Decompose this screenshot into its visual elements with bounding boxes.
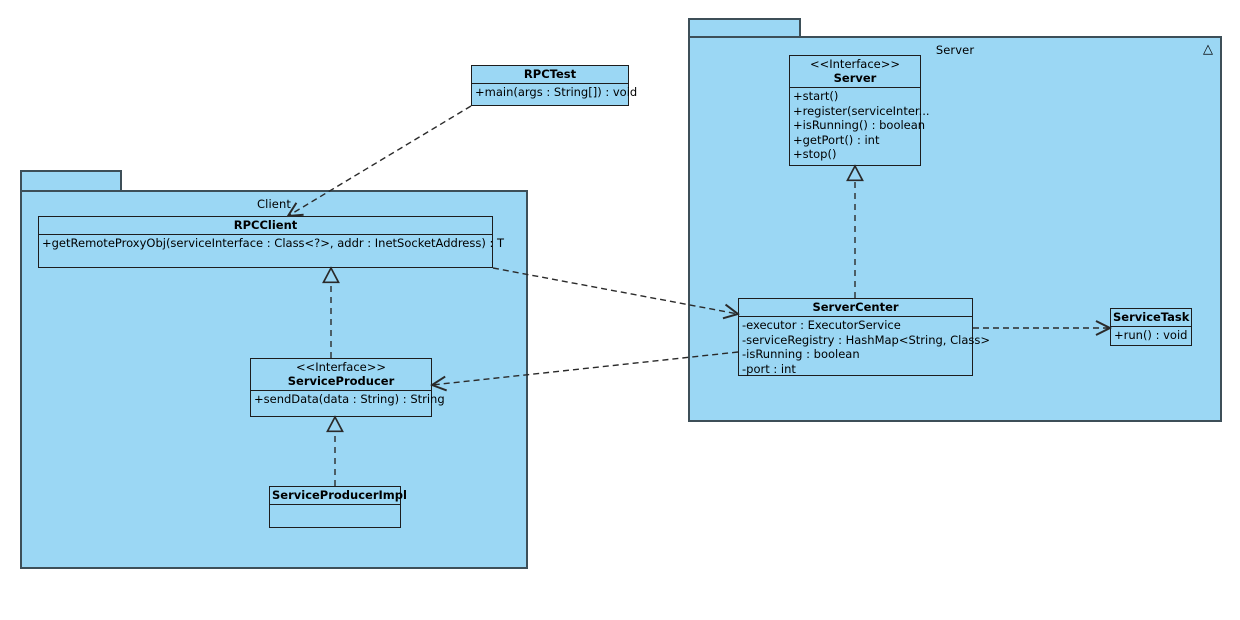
serviceproducerimpl-header: ServiceProducerImpl <box>270 487 407 505</box>
rpcclient-method-0: +getRemoteProxyObj(serviceInterface : Cl… <box>42 236 505 250</box>
server-method-2: +isRunning() : boolean <box>793 118 926 132</box>
rpctest-header: RPCTest <box>472 66 628 84</box>
class-box-serviceproducerimpl[interactable]: ServiceProducerImpl <box>269 486 407 528</box>
rpctest-class-name: RPCTest <box>523 67 577 81</box>
servicetask-methods: +run() : void <box>1111 327 1191 345</box>
serviceproducer-methods: +sendData(data : String) : String <box>251 391 445 409</box>
server-method-3: +getPort() : int <box>793 132 880 147</box>
rpctest-method-0: +main(args : String[]) : void <box>475 85 638 99</box>
server-method-4: +stop() <box>793 147 837 161</box>
serviceproducer-class-name: ServiceProducer <box>287 374 395 388</box>
client-package-label: Client <box>257 197 291 211</box>
server-method-0: +start() <box>793 89 839 103</box>
server-method-1: +register(serviceInter... <box>793 103 930 118</box>
class-box-rpctest[interactable]: RPCTest +main(args : String[]) : void <box>471 65 638 106</box>
server-interface-header: <<Interface>> Server <box>790 56 920 88</box>
servercenter-class-name: ServerCenter <box>812 300 899 314</box>
server-stereotype: <<Interface>> <box>809 57 901 71</box>
servercenter-attribute-3: -port : int <box>742 361 796 376</box>
client-package-tab <box>20 170 122 192</box>
servercenter-attribute-0: -executor : ExecutorService <box>742 318 901 332</box>
server-package-label: Server <box>935 43 975 57</box>
servercenter-header: ServerCenter <box>739 299 972 317</box>
class-box-rpcclient[interactable]: RPCClient +getRemoteProxyObj(serviceInte… <box>38 216 505 268</box>
class-box-servercenter[interactable]: ServerCenter -executor : ExecutorService… <box>738 298 991 378</box>
server-package-tab <box>688 18 801 38</box>
rpcclient-class-name: RPCClient <box>233 218 298 232</box>
servicetask-header: ServiceTask <box>1111 309 1191 327</box>
class-box-server[interactable]: <<Interface>> Server +start() +register(… <box>789 55 930 166</box>
servercenter-attribute-2: -isRunning : boolean <box>742 347 860 361</box>
servicetask-method-0: +run() : void <box>1114 328 1188 342</box>
collapse-triangle-icon[interactable]: △ <box>1203 42 1213 57</box>
serviceproducerimpl-body <box>270 505 400 527</box>
servercenter-attribute-1: -serviceRegistry : HashMap<String, Class… <box>742 332 991 347</box>
class-box-servicetask[interactable]: ServiceTask +run() : void <box>1110 308 1192 346</box>
server-methods: +start() +register(serviceInter... +isRu… <box>790 88 930 164</box>
serviceproducer-header: <<Interface>> ServiceProducer <box>251 359 431 391</box>
serviceproducerimpl-class-name: ServiceProducerImpl <box>272 488 407 502</box>
rpcclient-header: RPCClient <box>39 217 492 235</box>
rpctest-methods: +main(args : String[]) : void <box>472 84 638 102</box>
serviceproducer-method-0: +sendData(data : String) : String <box>254 392 445 406</box>
server-class-name: Server <box>833 71 877 85</box>
class-box-serviceproducer[interactable]: <<Interface>> ServiceProducer +sendData(… <box>250 358 445 417</box>
servercenter-attributes: -executor : ExecutorService -serviceRegi… <box>739 317 991 378</box>
servicetask-class-name: ServiceTask <box>1113 310 1190 324</box>
rpcclient-methods: +getRemoteProxyObj(serviceInterface : Cl… <box>39 235 505 253</box>
serviceproducer-stereotype: <<Interface>> <box>295 360 387 374</box>
